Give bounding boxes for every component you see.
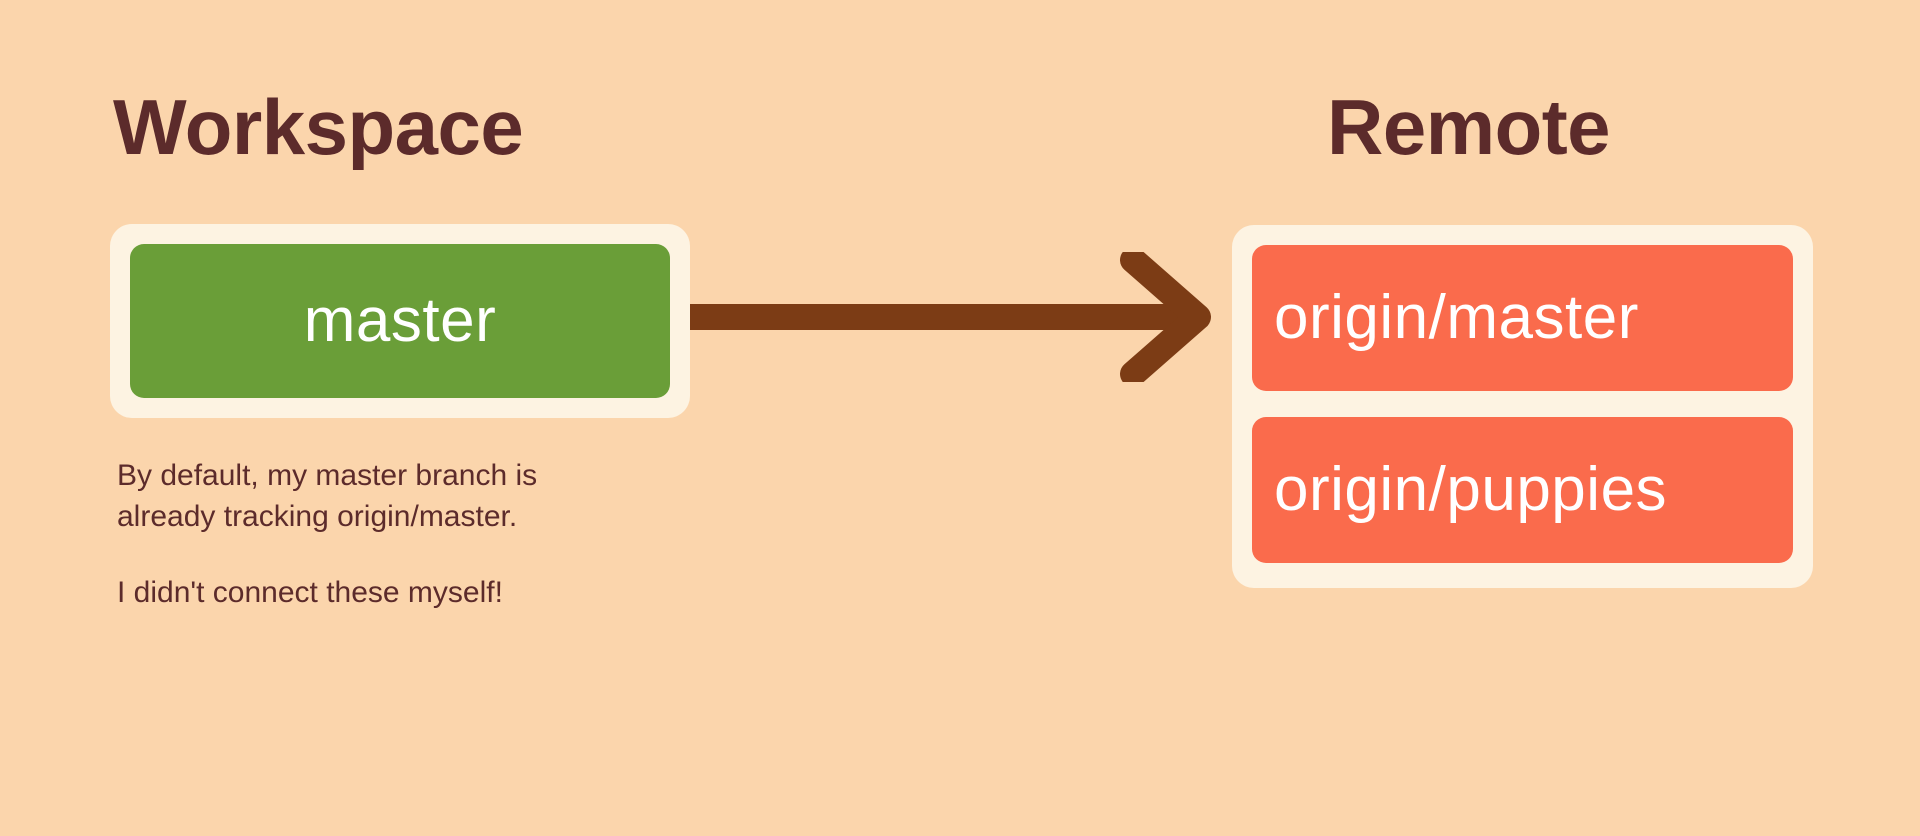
workspace-caption: By default, my master branch is already …: [117, 455, 677, 613]
remote-branch-panel: origin/master origin/puppies: [1232, 225, 1813, 588]
arrow-head: [1120, 247, 1211, 387]
workspace-heading: Workspace: [113, 83, 524, 171]
workspace-branch-panel: master: [110, 224, 690, 418]
arrow-right-svg: [690, 247, 1211, 387]
caption-line-1: By default, my master branch is: [117, 459, 538, 492]
caption-line-2: already tracking origin/master.: [117, 500, 518, 534]
branch-chip-origin-master[interactable]: origin/master: [1252, 245, 1793, 391]
branch-chip-master[interactable]: master: [130, 244, 670, 398]
remote-heading: Remote: [1327, 83, 1611, 171]
caption-line-3: I didn't connect these myself!: [117, 575, 503, 609]
caption-spacer: [117, 538, 677, 572]
arrow-right-icon: [690, 247, 1235, 387]
branch-chip-origin-puppies[interactable]: origin/puppies: [1252, 417, 1793, 563]
